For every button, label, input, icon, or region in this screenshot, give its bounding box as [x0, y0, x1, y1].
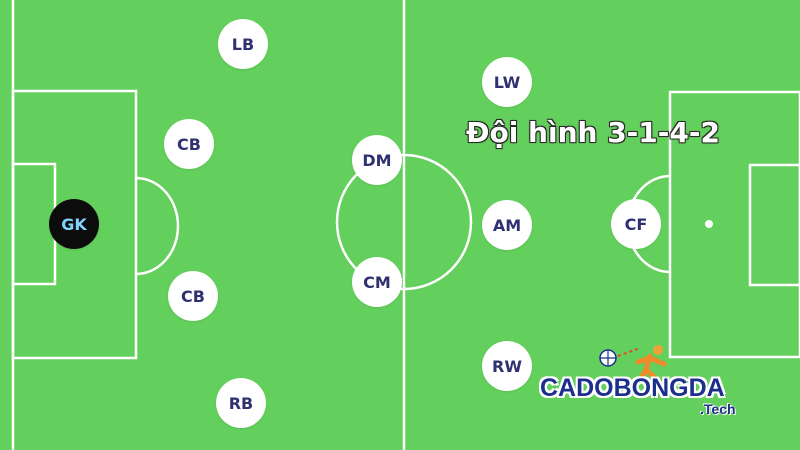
right-penalty-box: [668, 90, 800, 359]
logo-suffix-text: .Tech: [700, 401, 736, 417]
football-player-icon: [599, 345, 667, 385]
player-cb-bottom: CB: [168, 271, 218, 321]
right-penalty-spot: [705, 220, 713, 228]
right-goal-area: [748, 163, 800, 287]
logo-brand-text: CADOBONGDA: [540, 374, 725, 402]
player-cm: CM: [352, 257, 402, 307]
site-logo: CADOBONGDA .Tech: [540, 340, 760, 430]
left-penalty-arc: [135, 176, 180, 276]
player-am: AM: [482, 200, 532, 250]
player-cf: CF: [611, 199, 661, 249]
formation-title: Đội hình 3-1-4-2: [466, 116, 720, 149]
player-rb: RB: [216, 378, 266, 428]
player-lw: LW: [482, 57, 532, 107]
player-lb: LB: [218, 19, 268, 69]
player-gk: GK: [49, 199, 99, 249]
player-rw: RW: [482, 341, 532, 391]
player-cb-top: CB: [164, 119, 214, 169]
center-circle: [335, 153, 473, 291]
player-dm: DM: [352, 135, 402, 185]
